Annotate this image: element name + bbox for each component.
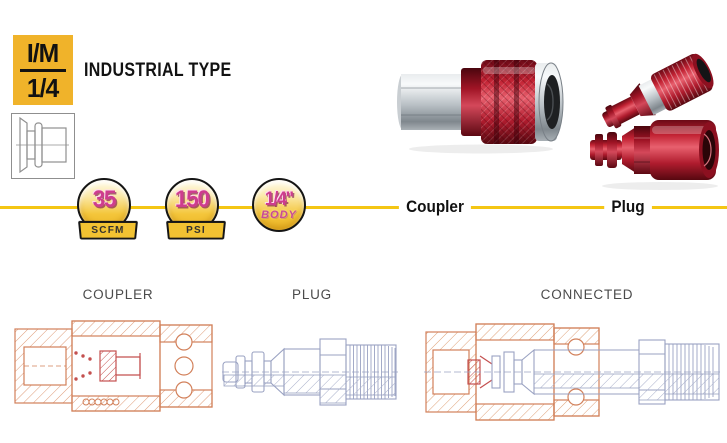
plug-profile-icon <box>16 116 69 174</box>
diagram-label-connected: CONNECTED <box>540 287 634 302</box>
male-plug-image <box>602 53 714 129</box>
coupler-photo <box>397 60 564 154</box>
scfm-value: 35 <box>92 186 117 213</box>
diagram-label-plug: PLUG <box>292 287 332 302</box>
spec-medallion-psi: 150 PSI <box>165 178 226 240</box>
plugs-photo <box>590 53 719 190</box>
body-size-value: 1/4" <box>265 188 294 210</box>
psi-unit-banner: PSI <box>165 220 226 240</box>
scfm-unit-banner: SCFM <box>77 220 138 240</box>
plug-cross-section-drawing <box>222 338 398 406</box>
badge-size-text: 1/4 <box>27 72 59 103</box>
diagram-label-coupler: COUPLER <box>82 287 154 302</box>
connected-cross-section-drawing <box>424 323 720 421</box>
plug-profile-thumbnail <box>11 113 75 179</box>
page-title: INDUSTRIAL TYPE <box>84 60 232 81</box>
plug-label: Plug <box>604 197 652 217</box>
coupler-label: Coupler <box>398 197 472 217</box>
coupler-cross-section-drawing <box>14 320 213 412</box>
badge-type-text: I/M <box>27 37 59 68</box>
psi-value: 150 <box>175 186 210 213</box>
female-plug-image <box>590 120 719 190</box>
medallion-circle: 1/4" BODY <box>252 178 306 232</box>
size-badge: I/M 1/4 <box>13 35 73 105</box>
spec-medallion-body-size: 1/4" BODY <box>252 178 313 232</box>
divider-rule <box>0 206 727 209</box>
spec-medallion-scfm: 35 SCFM <box>77 178 138 240</box>
body-size-unit: BODY <box>261 208 297 221</box>
badge-divider <box>20 68 66 72</box>
